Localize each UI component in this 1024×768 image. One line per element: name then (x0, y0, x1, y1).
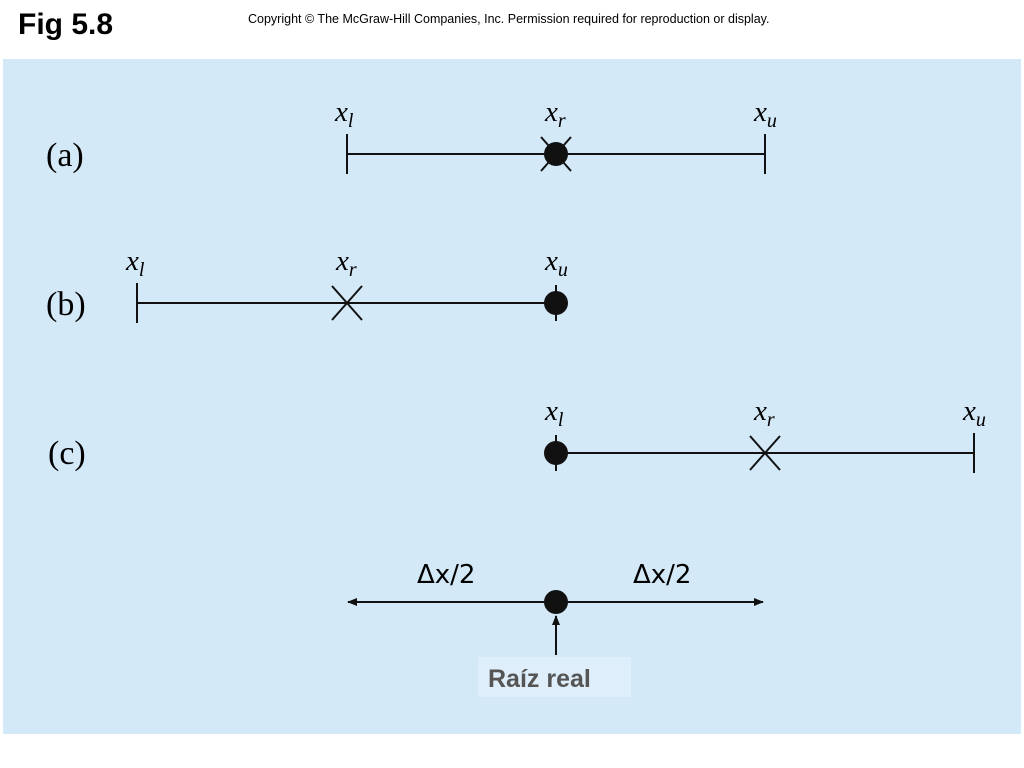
row-b-xr-cross-2 (331, 285, 363, 321)
row-b-xu-label: xu (544, 245, 568, 281)
bisection-diagram-panel: (a) xl xr xu (b) xl xr (3, 59, 1021, 734)
copyright-notice: Copyright © The McGraw-Hill Companies, I… (248, 12, 770, 26)
bisection-diagram: (a) xl xr xu (b) xl xr (3, 59, 1021, 734)
row-c-xl-label: xl (544, 395, 564, 431)
row-c-root-marker (544, 441, 568, 465)
row-c-xu-label: xu (962, 395, 986, 431)
row-b-xr-label: xr (335, 245, 357, 281)
row-a-xu-label: xu (753, 96, 777, 132)
row-a-xl-label: xl (334, 96, 354, 132)
left-delta-label: Δx/2 (417, 560, 475, 590)
row-b-xl-label: xl (125, 245, 145, 281)
row-b-label: (b) (46, 286, 86, 323)
row-a-root-marker (544, 142, 568, 166)
row-c-xr-label: xr (753, 395, 775, 431)
panel-background (3, 59, 1021, 734)
row-c: (c) xl xr xu (48, 395, 986, 473)
row-b: (b) xl xr xu (46, 245, 568, 323)
root-label: Raíz real (488, 665, 591, 693)
row-c-label: (c) (48, 435, 86, 472)
true-root-marker (544, 590, 568, 614)
row-a: (a) xl xr xu (46, 96, 777, 174)
error-bounds: Δx/2 Δx/2 Raíz real (347, 560, 764, 697)
right-delta-label: Δx/2 (633, 560, 691, 590)
row-a-label: (a) (46, 137, 84, 174)
row-c-xr-cross-2 (749, 435, 781, 471)
row-b-root-marker (544, 291, 568, 315)
root-label-box (478, 657, 631, 697)
figure-title: Fig 5.8 (18, 8, 114, 41)
row-a-xr-label: xr (544, 96, 566, 132)
